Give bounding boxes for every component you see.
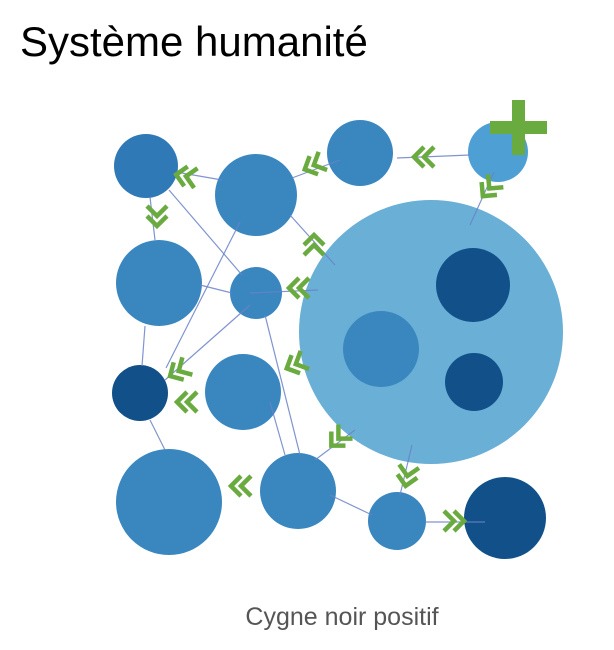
network-node: [368, 492, 426, 550]
double-chevron-icon: [167, 356, 193, 382]
link-line: [396, 154, 471, 159]
double-chevron-icon: [285, 276, 311, 300]
network-node: [464, 477, 546, 559]
double-chevron-icon: [173, 390, 199, 414]
double-chevron-icon: [479, 174, 504, 199]
double-chevron-icon: [442, 509, 468, 533]
network-node: [343, 311, 419, 387]
link-line: [165, 221, 241, 369]
network-node: [215, 154, 297, 236]
link-line: [149, 419, 166, 451]
double-chevron-icon: [329, 424, 353, 448]
link-line: [291, 159, 341, 179]
slide-title: Système humanité: [20, 18, 368, 65]
network-node: [260, 453, 336, 529]
double-chevron-icon: [227, 474, 253, 498]
network-node: [436, 248, 510, 322]
link-line: [168, 189, 243, 276]
link-line: [289, 214, 336, 266]
link-line: [249, 289, 319, 294]
link-line: [199, 284, 233, 294]
network-node: [327, 120, 393, 186]
network-node: [114, 134, 178, 198]
double-chevron-icon: [172, 164, 199, 190]
double-chevron-icon: [302, 231, 326, 257]
link-line: [269, 401, 286, 456]
double-chevron-icon: [145, 204, 169, 230]
double-chevron-icon: [283, 350, 310, 376]
plus-icon: [490, 100, 547, 155]
network-node: [205, 354, 281, 430]
double-chevron-icon: [301, 151, 328, 177]
double-chevron-icon: [395, 463, 421, 490]
network-node: [116, 449, 222, 555]
network-node: [445, 353, 503, 411]
double-chevron-icon: [410, 145, 436, 169]
link-line: [329, 494, 373, 516]
link-line: [264, 314, 301, 456]
link-line: [141, 325, 146, 367]
link-line: [399, 444, 413, 496]
network-node: [116, 240, 202, 326]
link-line: [175, 171, 223, 181]
slide-caption: Cygne noir positif: [245, 603, 439, 631]
big-node: [299, 200, 563, 464]
network-node: [112, 365, 168, 421]
